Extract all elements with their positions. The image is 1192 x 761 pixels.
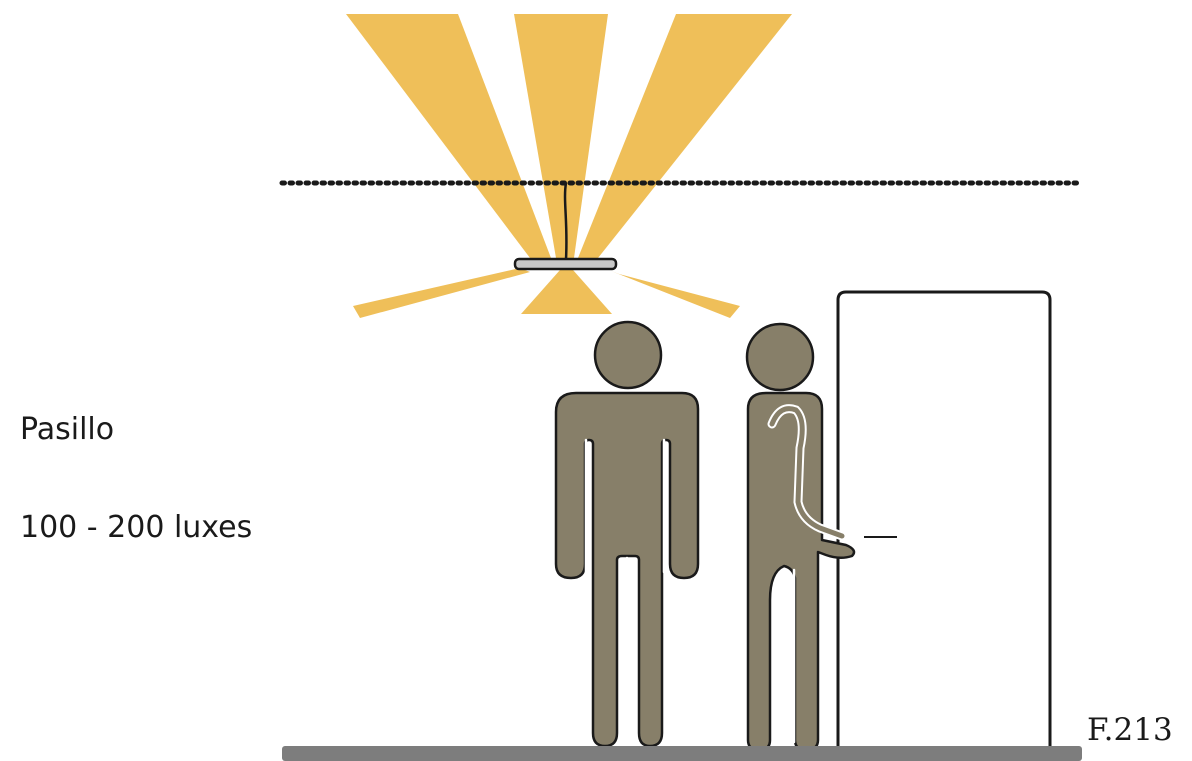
light-beams [346,14,792,318]
lamp-cable [565,183,566,259]
light-beam-lower-left [353,268,530,318]
floor [282,746,1082,761]
illuminance-label: 100 - 200 luxes [20,510,252,545]
room-label: Pasillo [20,412,114,447]
light-beam-left [346,14,551,258]
light-beam-right [578,14,792,258]
light-beam-lower-center [521,270,612,314]
figure-number: F.213 [1087,712,1173,748]
walking-person-head [747,324,813,390]
door [838,292,1050,746]
standing-person-head [595,322,661,388]
standing-person [556,322,698,746]
door-frame [838,292,1050,746]
lamp-body [515,259,616,269]
light-beam-lower-right [611,271,740,318]
